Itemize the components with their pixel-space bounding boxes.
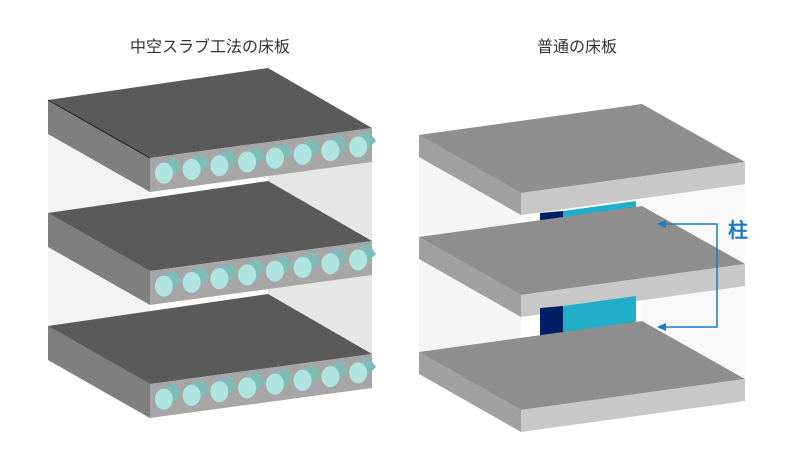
slab-front — [521, 379, 745, 432]
void-circle — [265, 147, 284, 169]
arrowhead-icon — [657, 323, 666, 331]
void-tube — [328, 134, 349, 155]
void-tube — [272, 368, 293, 389]
arrowhead-icon — [657, 220, 666, 228]
void-tube — [245, 371, 266, 392]
void-circle — [293, 369, 312, 391]
slab-front — [521, 162, 745, 215]
normal-slab-title: 普通の床板 — [536, 37, 618, 56]
slab-side — [419, 237, 521, 317]
slab-top — [419, 321, 745, 410]
void-tube — [245, 145, 266, 166]
void-tube — [272, 142, 293, 163]
void-tube — [300, 251, 321, 272]
void-tube — [161, 270, 182, 291]
void-tube — [217, 375, 238, 396]
void-tube — [245, 258, 266, 279]
slab-side — [48, 326, 150, 418]
slab-edge — [47, 99, 151, 159]
void-tube — [300, 138, 321, 159]
void-tube — [161, 157, 182, 178]
void-tube — [356, 243, 377, 264]
void-circle — [265, 373, 284, 395]
column-label: 柱 — [728, 218, 748, 242]
void-circle — [182, 384, 201, 406]
void-circle — [238, 264, 257, 286]
slab-top — [419, 206, 745, 295]
void-circle — [182, 158, 201, 180]
void-tube — [328, 360, 349, 381]
void-circle — [210, 155, 229, 177]
void-circle — [349, 136, 368, 158]
void-tube — [217, 262, 238, 283]
void-tube — [189, 153, 210, 174]
void-circle — [321, 253, 340, 275]
void-tube — [356, 356, 377, 377]
void-tube — [328, 247, 349, 268]
void-circle — [238, 151, 257, 173]
void-circle — [265, 260, 284, 282]
void-circle — [349, 362, 368, 384]
void-circle — [321, 366, 340, 388]
slab-front — [521, 264, 745, 317]
void-tube — [217, 149, 238, 170]
void-tube — [161, 383, 182, 404]
slab-side — [48, 100, 150, 192]
void-circle — [154, 162, 173, 184]
void-circle — [293, 143, 312, 165]
slab-top — [419, 104, 745, 193]
void-circle — [154, 275, 173, 297]
slab-top — [48, 68, 372, 158]
void-tube — [300, 364, 321, 385]
void-circle — [154, 388, 173, 410]
hollow-slab-title: 中空スラブ工法の床板 — [129, 37, 291, 56]
void-tube — [189, 266, 210, 287]
void-circle — [349, 249, 368, 271]
slab-side — [48, 213, 150, 305]
void-circle — [293, 256, 312, 278]
void-circle — [238, 377, 257, 399]
slab-side — [419, 352, 521, 432]
void-circle — [210, 268, 229, 290]
void-tube — [272, 255, 293, 276]
void-tube — [189, 379, 210, 400]
slab-side — [419, 135, 521, 215]
void-tube — [356, 130, 377, 151]
column-pointer-line — [662, 223, 718, 328]
void-circle — [210, 381, 229, 403]
slab-top — [48, 181, 372, 271]
void-circle — [321, 140, 340, 162]
void-circle — [182, 271, 201, 293]
slab-top — [48, 294, 372, 384]
